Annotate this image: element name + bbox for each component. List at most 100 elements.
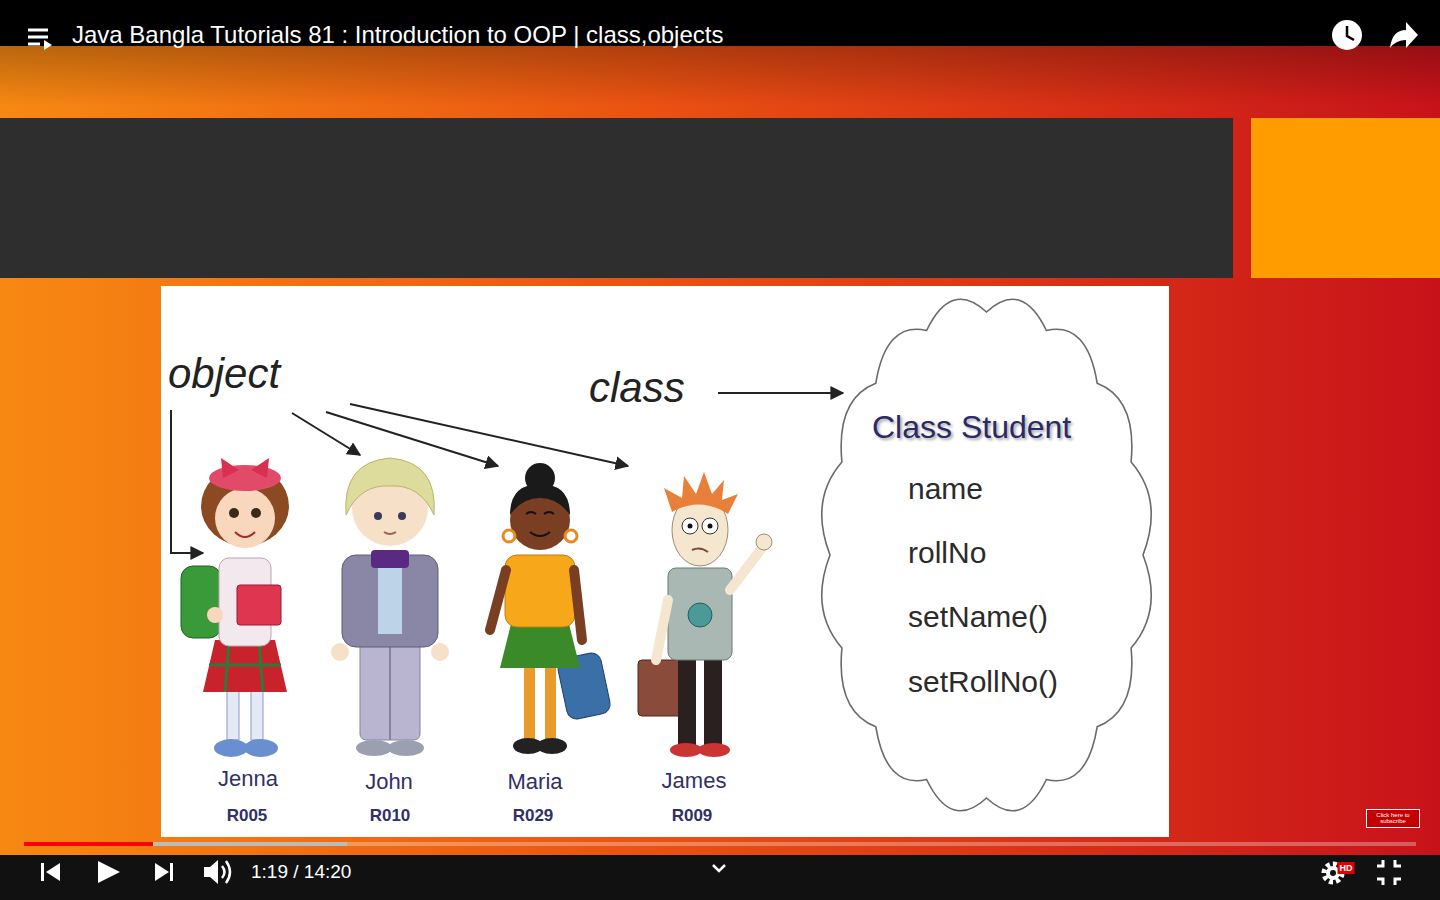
girl-figure (214, 739, 248, 757)
fullscreen-exit-icon (1377, 860, 1401, 885)
class-cloud: Class StudentnamerollNosetName()setRollN… (808, 290, 1165, 820)
previous-icon (41, 863, 60, 881)
clock-icon (1332, 20, 1362, 50)
roll-number: R005 (227, 806, 268, 826)
girl-figure (215, 488, 275, 548)
girl-figure (203, 640, 287, 692)
boy-figure (388, 740, 424, 756)
girl-figure (503, 530, 515, 542)
subscribe-button: Click here to subscribe (1366, 809, 1420, 828)
fullscreen-exit-icon (1377, 879, 1383, 885)
roll-number: R029 (513, 806, 554, 826)
girl-figure (490, 570, 506, 630)
play-icon (98, 861, 120, 883)
control-bar (24, 842, 347, 846)
girl-figure (530, 532, 550, 536)
boy-figure (431, 643, 449, 661)
clock-icon (1332, 20, 1362, 50)
menu-icon (28, 36, 48, 39)
girl-figure (251, 688, 263, 740)
volume-icon (226, 861, 230, 883)
girl-figure (207, 607, 223, 623)
boy-figure (342, 555, 438, 647)
menu-icon (28, 43, 40, 46)
girl-figure (181, 566, 221, 638)
class-heading: Class Student (872, 409, 1071, 446)
girl-figure (221, 458, 269, 478)
girl-figure (251, 508, 261, 518)
boy-figure (384, 532, 396, 534)
next-icon (155, 863, 169, 881)
boy-figure (756, 534, 772, 550)
boy-figure (682, 518, 698, 534)
volume-icon (222, 866, 225, 878)
class-member: setRollNo() (908, 665, 1058, 700)
time-display: 1:19 / 14:20 (251, 861, 351, 883)
boy-figure (670, 743, 702, 757)
dark-band (0, 118, 1233, 278)
girl-figure (244, 739, 278, 757)
cloud-shape (822, 299, 1151, 811)
student-name: John (365, 769, 413, 794)
boy-figure (708, 524, 713, 529)
object-arrow (350, 404, 628, 466)
next-icon (155, 863, 173, 881)
girl-figure (229, 508, 239, 518)
top-shade (0, 46, 1440, 106)
roll-number: R010 (370, 806, 411, 826)
video-title: Java Bangla Tutorials 81 : Introduction … (72, 21, 723, 49)
chevron-icon (713, 865, 725, 871)
play-icon (98, 861, 120, 883)
girl-figure (235, 532, 255, 537)
control-bar (0, 842, 1440, 900)
girl-figure (237, 585, 281, 625)
girl-figure (526, 512, 554, 514)
next-icon (170, 863, 173, 881)
student-name: Maria (507, 769, 562, 794)
clock-icon (1347, 26, 1354, 40)
girl-figure (209, 642, 281, 692)
volume-icon (204, 860, 218, 884)
cloud-outline (808, 290, 1165, 820)
girl-figure (574, 570, 582, 640)
boy-figure (371, 550, 409, 568)
girl-figure (181, 458, 289, 757)
boy-figure (698, 743, 730, 757)
girl-figure (524, 660, 535, 740)
boy-figure (688, 603, 712, 627)
girl-figure (505, 555, 575, 627)
girl-figure (209, 465, 281, 491)
boy-figure (398, 512, 406, 520)
girl-figure (227, 688, 239, 740)
boy-figure (704, 650, 722, 746)
class-member: rollNo (908, 536, 986, 571)
boy-figure (702, 518, 718, 534)
fullscreen-exit-icon (1395, 879, 1401, 885)
object-label: object (168, 350, 280, 398)
boy-figure (378, 562, 402, 634)
boy-figure (730, 548, 762, 590)
boy-figure (678, 650, 696, 746)
class-arrow (718, 392, 843, 394)
share-icon (1390, 22, 1418, 48)
previous-icon (41, 863, 44, 881)
boy-figure (692, 548, 708, 552)
boy-figure (668, 568, 732, 660)
previous-icon (46, 863, 60, 881)
student-name: Jenna (218, 766, 278, 791)
boy-figure (356, 740, 392, 756)
hd-badge: HD (1338, 862, 1355, 874)
boy-figure (638, 472, 772, 757)
roll-number: R009 (672, 806, 713, 826)
boy-figure (346, 458, 435, 515)
boy-figure (331, 458, 449, 756)
girl-figure (545, 660, 556, 740)
control-bar (24, 842, 153, 846)
fullscreen-exit-icon (1377, 860, 1383, 866)
boy-figure (688, 524, 693, 529)
girl-figure (565, 530, 577, 542)
